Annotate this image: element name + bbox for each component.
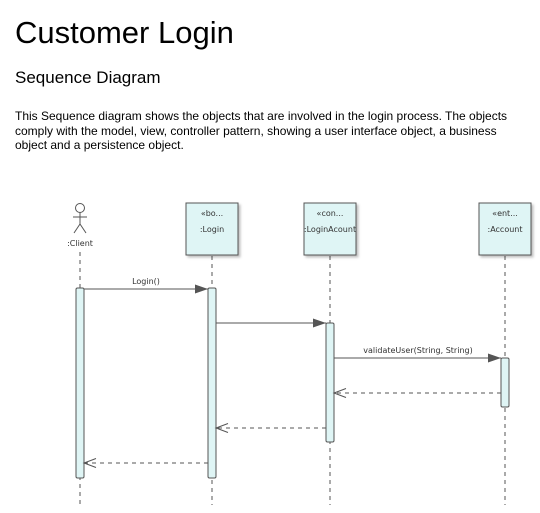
activation-account: [500, 357, 510, 408]
return-account-to-loginacount[interactable]: [332, 388, 501, 398]
arrowhead-icon: [195, 284, 208, 294]
message-label: validateUser(String, String): [363, 346, 472, 355]
arrowhead-icon: [313, 318, 326, 328]
participant-name: :Client: [67, 239, 93, 248]
activation-client: [75, 287, 85, 479]
activation-loginacount: [325, 322, 335, 443]
participant-account[interactable]: «ent... :Account: [478, 202, 532, 256]
message-label: Login(): [132, 277, 160, 286]
message-validate-user[interactable]: validateUser(String, String): [334, 346, 501, 363]
open-arrowhead-icon: [82, 458, 97, 468]
participant-stereotype: «ent...: [492, 209, 518, 218]
message-login[interactable]: Login(): [84, 277, 208, 294]
open-arrowhead-icon: [214, 423, 229, 433]
open-arrowhead-icon: [332, 388, 347, 398]
return-loginacount-to-login[interactable]: [214, 423, 326, 433]
stick-figure-icon: [73, 203, 87, 234]
participant-stereotype: «con...: [317, 209, 344, 218]
return-login-to-client[interactable]: [82, 458, 208, 468]
diagram-description: This Sequence diagram shows the objects …: [15, 109, 508, 152]
page-subtitle: Sequence Diagram: [15, 68, 161, 87]
participant-stereotype: «bo...: [201, 209, 223, 218]
participant-name: :Login: [200, 225, 224, 234]
object-box: [478, 202, 532, 256]
participant-loginacount[interactable]: «con... :LoginAcount: [303, 202, 357, 256]
page-title: Customer Login: [15, 15, 234, 50]
object-box: [185, 202, 239, 256]
message-login-to-loginacount[interactable]: [216, 318, 326, 328]
participant-name: :LoginAcount: [304, 225, 356, 234]
arrowhead-icon: [488, 353, 501, 363]
actor-client[interactable]: :Client: [67, 203, 93, 249]
activation-login: [207, 287, 217, 479]
participant-login[interactable]: «bo... :Login: [185, 202, 239, 256]
object-box: [303, 202, 357, 256]
participant-name: :Account: [488, 225, 523, 234]
